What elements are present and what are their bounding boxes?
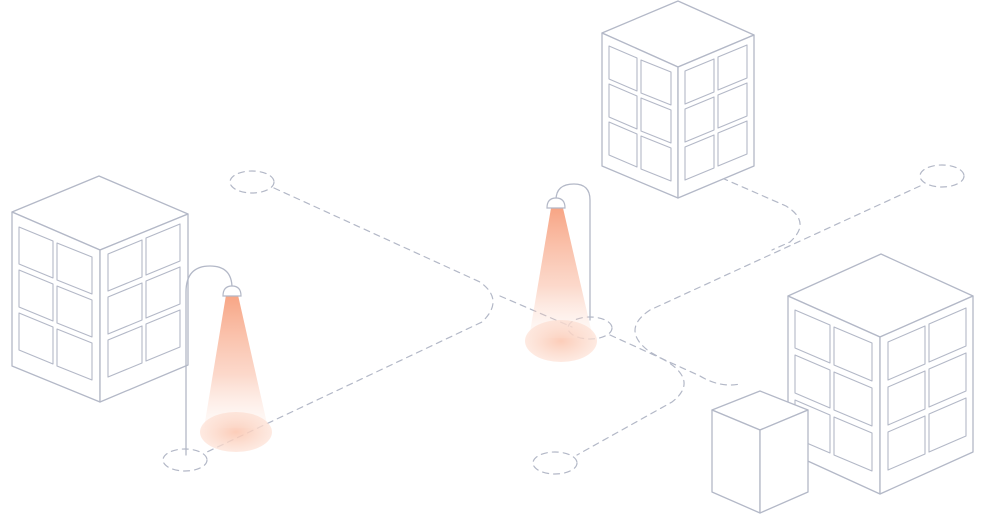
street-lamp-center [525, 183, 597, 362]
building-right [787, 253, 974, 495]
small-block [711, 390, 809, 514]
light-beam [529, 208, 593, 338]
path-segment [576, 185, 921, 456]
path-segment [721, 177, 801, 251]
lamp-head [546, 197, 566, 209]
lamp-head [222, 285, 242, 297]
street-lamp-left [185, 265, 272, 456]
path-node [229, 170, 275, 194]
building-top-center [601, 0, 755, 199]
path-segment [609, 334, 741, 386]
light-beam [204, 295, 268, 428]
building-left [11, 175, 189, 403]
path-node [162, 448, 208, 472]
path-node [532, 451, 578, 475]
path-segment [206, 187, 494, 453]
path-node [919, 164, 965, 188]
